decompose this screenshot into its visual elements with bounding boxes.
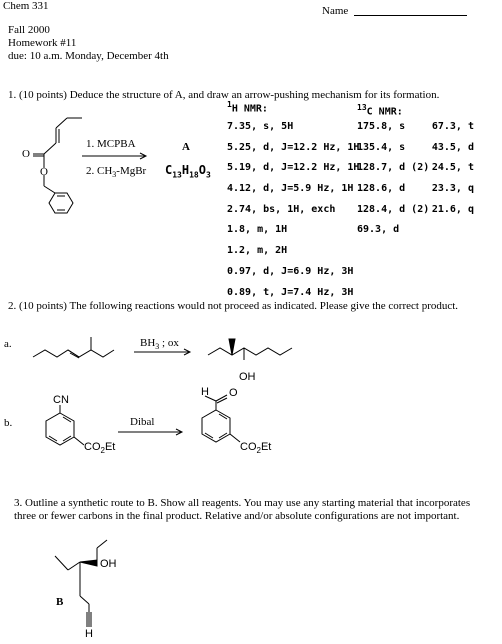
q2a-reagent: BH3 ; ox xyxy=(140,337,179,352)
q2b-product-aldehyde xyxy=(201,394,241,443)
c-nmr-peak: 175.8, s xyxy=(357,121,406,132)
term-text: Fall 2000 xyxy=(8,24,50,36)
c-nmr-list-left: 175.8, s 135.4, s 128.7, d (2) 128.6, d 128.… xyxy=(357,117,429,241)
q2b-aldehyde-h-label: H xyxy=(201,386,209,398)
q3-compound-label: B xyxy=(56,596,64,608)
c-nmr-peak: 67.3, t xyxy=(431,121,474,132)
q3-prompt-line1: 3. Outline a synthetic route to B. Show … xyxy=(14,497,471,509)
h-nmr-peak: 4.12, d, J=5.9 Hz, 1H xyxy=(227,183,354,195)
c-nmr-peak: 128.6, d xyxy=(357,183,406,195)
q1-step1-reagent: 1. MCPBA xyxy=(86,138,136,150)
h-nmr-peak: 7.35, s, 5H xyxy=(227,121,294,132)
c-nmr-peak: 43.5, d xyxy=(431,141,474,153)
q1-prompt: 1. (10 points) Deduce the structure of A… xyxy=(8,89,440,101)
course-title: Chem 331 xyxy=(3,0,49,12)
q3-target-molecule-b xyxy=(54,539,108,627)
c-nmr-peak: 128.4, d (2) xyxy=(357,203,430,215)
h-nmr-peak: 5.25, d, J=12.2 Hz, 1H xyxy=(227,141,360,153)
c-nmr-list-right: 67.3, t 43.5, d 24.5, t 23.3, q 21.6, q xyxy=(430,117,474,220)
q2a-reactant-alkene xyxy=(32,337,115,359)
h-nmr-peak: 0.97, d, J=6.9 Hz, 3H xyxy=(227,265,354,277)
q2b-label: b. xyxy=(4,417,13,429)
q1-molecular-formula: C13H18O3 xyxy=(165,163,211,180)
h-nmr-peak: 1.8, m, 1H xyxy=(227,224,288,236)
c-nmr-peak: 69.3, d xyxy=(357,224,400,236)
c-nmr-peak: 128.7, d (2) xyxy=(357,162,430,174)
q1-product-label: A xyxy=(182,141,190,153)
q2b-nitrile-label: CN xyxy=(53,394,69,406)
due-date: due: 10 a.m. Monday, December 4th xyxy=(8,50,169,62)
q3-oh-label: OH xyxy=(100,558,117,570)
name-blank-line xyxy=(354,15,467,16)
q2a-product-alcohol xyxy=(207,338,293,360)
h-nmr-list: 7.35, s, 5H 5.25, d, J=12.2 Hz, 1H 5.19, d… xyxy=(227,117,359,303)
q2b-product-ester-label: CO2Et xyxy=(240,441,272,456)
c-nmr-peak: 24.5, t xyxy=(431,162,474,174)
carbonyl-o-label: O xyxy=(22,148,30,160)
q2b-aldehyde-o-label: O xyxy=(229,387,238,399)
ester-o-label: O xyxy=(40,166,48,178)
h-nmr-peak: 2.74, bs, 1H, exch xyxy=(227,203,336,215)
h-nmr-peak: 5.19, d, J=12.2 Hz, 1H xyxy=(227,162,360,174)
q3-terminal-h-label: H xyxy=(85,628,93,640)
h-nmr-heading: 1H NMR: xyxy=(227,100,268,115)
homework-number: Homework #11 xyxy=(8,37,77,49)
q2b-reagent: Dibal xyxy=(130,416,155,428)
q2a-oh-label: OH xyxy=(239,371,256,383)
h-nmr-peak: 0.89, t, J=7.4 Hz, 3H xyxy=(227,286,354,298)
q2-prompt: 2. (10 points) The following reactions w… xyxy=(8,300,459,312)
c-nmr-heading: 13C NMR: xyxy=(357,103,403,118)
q2b-reactant-nitrile xyxy=(45,405,85,446)
c-nmr-peak: 23.3, q xyxy=(431,183,474,195)
q2b-ester-label: CO2Et xyxy=(84,441,116,456)
q2a-label: a. xyxy=(4,338,12,350)
q1-starting-material xyxy=(33,117,82,214)
h-nmr-peak: 1.2, m, 2H xyxy=(227,245,288,257)
c-nmr-peak: 21.6, q xyxy=(431,203,474,215)
q3-prompt-line2: three or fewer carbons in the final prod… xyxy=(14,510,460,522)
c-nmr-peak: 135.4, s xyxy=(357,141,406,153)
name-label: Name xyxy=(322,5,349,17)
q1-step2-reagent: 2. CH3-MgBr xyxy=(86,165,147,180)
